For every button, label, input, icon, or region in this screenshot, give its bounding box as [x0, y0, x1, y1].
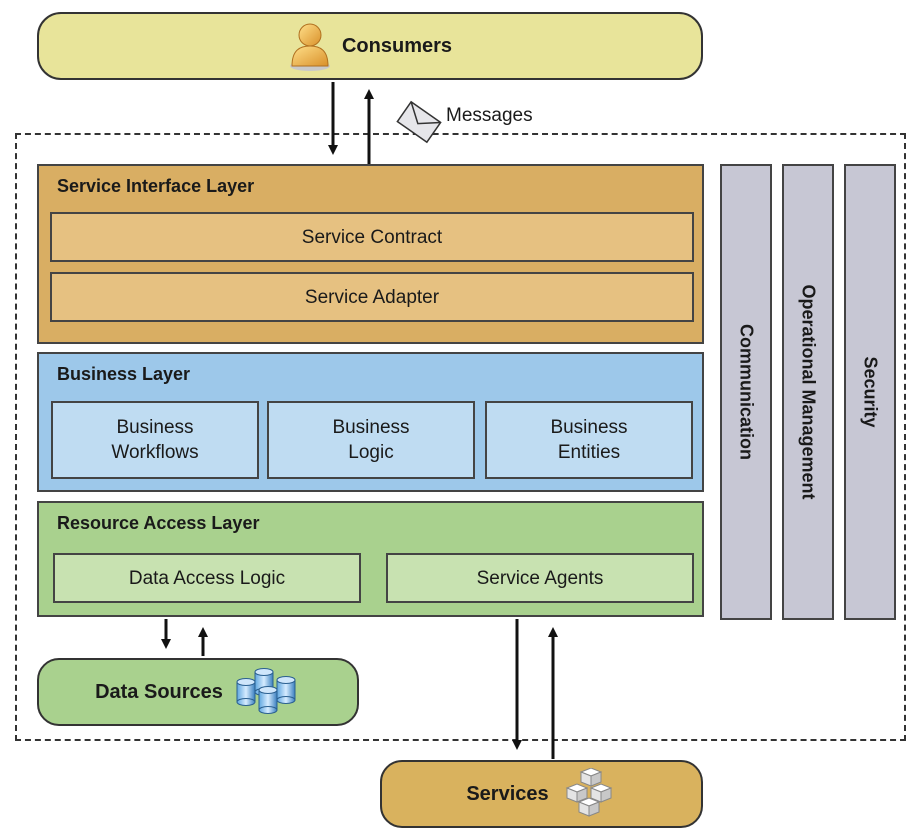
security-label: Security: [860, 356, 881, 428]
data-sources-node: Data Sources: [37, 658, 359, 726]
service-agents: Service Agents: [386, 553, 694, 603]
business-workflows-label: Business Workflows: [111, 417, 199, 463]
resource-access-layer-title: Resource Access Layer: [57, 513, 260, 533]
cubes-icon: [565, 768, 612, 817]
envelope-icon: [396, 100, 442, 144]
consumers-node: Consumers: [37, 12, 703, 80]
business-workflows: Business Workflows: [51, 401, 259, 479]
messages-label: Messages: [446, 105, 533, 126]
operational-management-label: Operational Management: [798, 284, 819, 500]
service-contract-label: Service Contract: [301, 226, 443, 248]
communication-column: Communication: [720, 164, 772, 620]
business-layer: Business Layer Business Workflows Busine…: [37, 352, 704, 492]
database-icon: [236, 668, 296, 714]
operational-management-column: Operational Management: [782, 164, 834, 620]
business-entities: Business Entities: [485, 401, 693, 479]
person-icon: [289, 23, 330, 71]
services-label: Services: [466, 782, 549, 805]
data-sources-label: Data Sources: [95, 680, 223, 703]
data-access-logic-label: Data Access Logic: [128, 567, 286, 589]
consumers-label: Consumers: [341, 34, 453, 57]
service-adapter-label: Service Adapter: [304, 286, 440, 308]
business-logic: Business Logic: [267, 401, 475, 479]
service-agents-label: Service Agents: [476, 567, 604, 589]
resource-access-layer: Resource Access Layer Data Access Logic …: [37, 501, 704, 617]
service-adapter: Service Adapter: [50, 272, 694, 322]
business-logic-label: Business Logic: [332, 417, 410, 463]
service-interface-layer-title: Service Interface Layer: [57, 176, 255, 196]
services-node: Services: [380, 760, 703, 828]
application-boundary: [15, 133, 906, 741]
service-interface-layer: Service Interface Layer Service Contract…: [37, 164, 704, 344]
service-contract: Service Contract: [50, 212, 694, 262]
communication-label: Communication: [736, 323, 757, 461]
security-column: Security: [844, 164, 896, 620]
data-access-logic: Data Access Logic: [53, 553, 361, 603]
business-layer-title: Business Layer: [57, 364, 191, 384]
business-entities-label: Business Entities: [550, 417, 628, 463]
